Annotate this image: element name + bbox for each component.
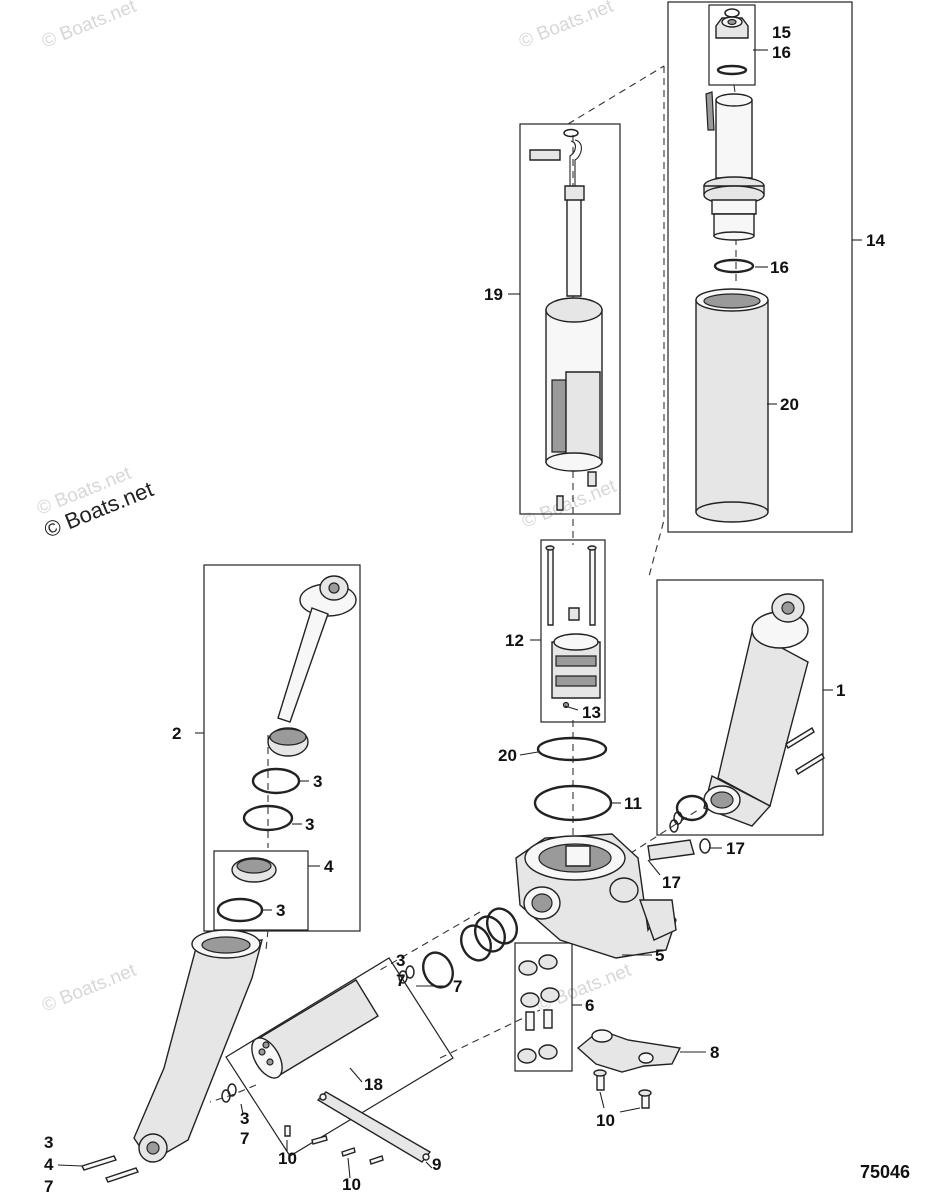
callout-16: 16: [772, 43, 791, 62]
callout-7: 7: [240, 1129, 249, 1148]
callout-3: 3: [305, 815, 314, 834]
left-arm-housing: [133, 929, 263, 1163]
callout-3: 3: [313, 772, 322, 791]
callout-2: 2: [172, 724, 181, 743]
callout-6: 6: [585, 996, 594, 1015]
part-5-housing: [515, 833, 677, 959]
box-parts-15-16: [708, 4, 756, 86]
callout-20: 20: [498, 746, 517, 765]
callout-4: 4: [44, 1155, 54, 1174]
callout-14: 14: [866, 231, 885, 250]
alignment-line: [379, 911, 481, 971]
callout-13: 13: [582, 703, 601, 722]
callout-10: 10: [278, 1149, 297, 1168]
part-1-ram: [669, 593, 825, 833]
callout-10: 10: [596, 1111, 615, 1130]
part-12-manifold: [545, 545, 601, 709]
figure-number: 75046: [860, 1162, 910, 1182]
box-assembly-6: [514, 942, 573, 1072]
part-11-ring: [533, 784, 613, 822]
part-20-ring: [536, 736, 608, 762]
callout-3: 3: [44, 1133, 53, 1152]
part-4-piston: [216, 857, 277, 923]
alignment-line: [209, 1084, 257, 1103]
box-assembly-4: [213, 850, 309, 931]
callout-8: 8: [710, 1043, 719, 1062]
callout-3: 3: [276, 901, 285, 920]
callout-16: 16: [770, 258, 789, 277]
watermark: © Boats.net: [39, 960, 140, 1017]
alignment-line: [647, 66, 665, 581]
part-19-cylinder: [529, 128, 603, 511]
box-assembly-19: [519, 123, 621, 515]
callout-17: 17: [726, 839, 745, 858]
callout-3: 3: [240, 1109, 249, 1128]
screws: [81, 1069, 652, 1183]
box-assembly-18: [225, 957, 454, 1157]
part-9-strap: [316, 1091, 432, 1163]
part-17-fitting: [647, 838, 711, 861]
part-15-cap: [715, 8, 749, 76]
box-assembly-1: [656, 579, 824, 836]
part-2-ram: [242, 575, 357, 832]
watermark: © Boats.net: [516, 0, 617, 53]
watermark: © Boats.net: [519, 476, 620, 533]
callout-4: 4: [324, 857, 334, 876]
callout-17: 17: [662, 873, 681, 892]
callout-7: 7: [453, 977, 462, 996]
callout-20: 20: [780, 395, 799, 414]
callout-labels: 15 16 14 16 20 19 12 13 20 11 1 17 17 5 …: [44, 23, 885, 1196]
callout-7: 7: [44, 1177, 53, 1196]
callout-11: 11: [624, 794, 642, 813]
callout-1: 1: [836, 681, 845, 700]
alignment-line: [265, 929, 269, 951]
part-20-cylinder: [695, 288, 769, 523]
callout-5: 5: [655, 946, 664, 965]
leader-lines: [57, 49, 862, 1179]
watermark: © Boats.net: [39, 0, 140, 53]
callout-10: 10: [342, 1175, 361, 1194]
alignment-line: [439, 1009, 541, 1059]
alignment-line: [567, 65, 665, 125]
callout-12: 12: [505, 631, 524, 650]
callout-18: 18: [364, 1075, 383, 1094]
box-assembly-2: [203, 564, 361, 932]
part-18-cylinder: [251, 979, 379, 1079]
callout-19: 19: [484, 285, 503, 304]
part-6-valves: [517, 954, 560, 1064]
callout-9: 9: [432, 1155, 441, 1174]
callout-3: 3: [396, 951, 405, 970]
part-8-bracket: [576, 1029, 682, 1073]
part-14-shaft: [703, 91, 765, 274]
box-assembly-14: [667, 1, 853, 533]
callout-15: 15: [772, 23, 791, 42]
callout-7: 7: [396, 971, 405, 990]
